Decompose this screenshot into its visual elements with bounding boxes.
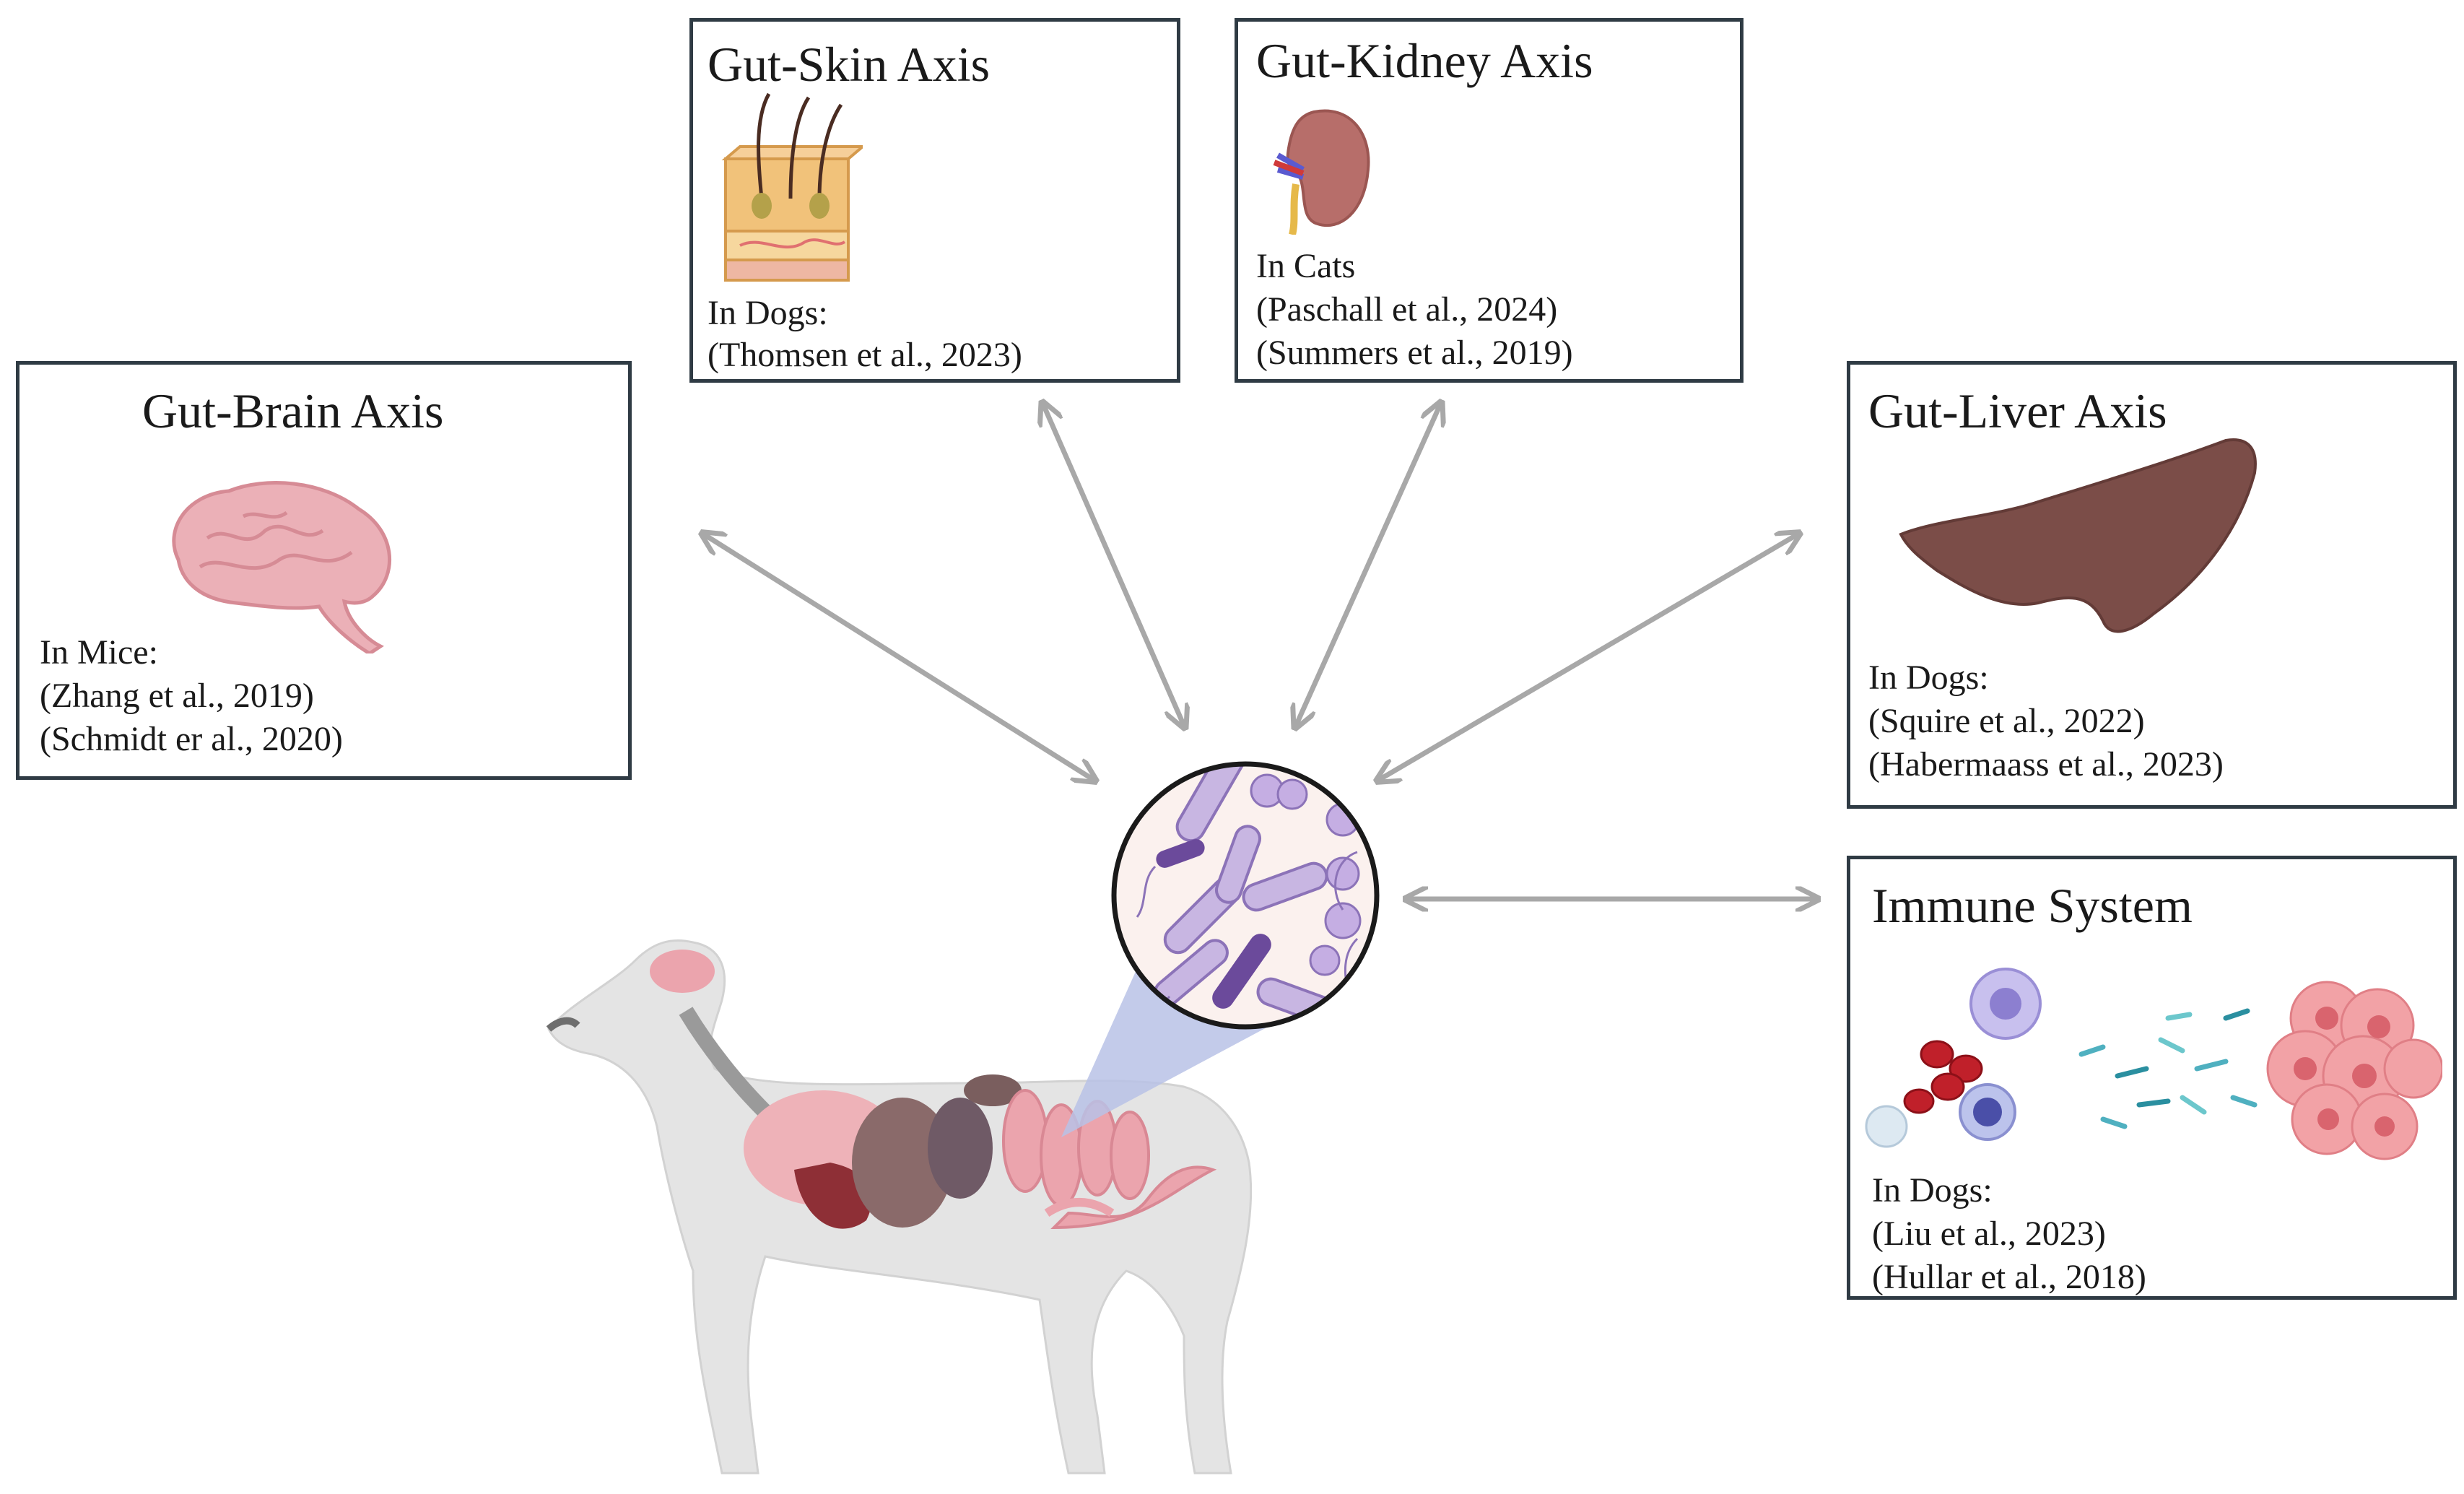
gut-liver-ref-2: (Habermaass et al., 2023) [1868, 745, 2224, 783]
gut-brain-ref-2: (Schmidt er al., 2020) [40, 720, 343, 758]
gut-brain-title: Gut-Brain Axis [142, 383, 444, 438]
gut-skin-axis-box: Gut-Skin Axis In Dogs: (Thomsen et al., … [689, 18, 1180, 383]
immune-ref-1: (Liu et al., 2023) [1872, 1215, 2106, 1253]
gut-skin-species: In Dogs: [708, 294, 828, 332]
immune-title: Immune System [1872, 878, 2193, 933]
gut-brain-species: In Mice: [40, 633, 158, 672]
arrow-gut-skin [1043, 404, 1184, 726]
gut-skin-title: Gut-Skin Axis [708, 37, 991, 92]
gut-liver-species: In Dogs: [1868, 659, 1989, 697]
immune-ref-2: (Hullar et al., 2018) [1872, 1258, 2146, 1296]
gut-liver-axis-box: Gut-Liver Axis In Dogs: (Squire et al., … [1847, 361, 2457, 809]
gut-brain-axis-box: Gut-Brain Axis In Mice: (Zhang et al., 2… [16, 361, 632, 780]
gut-kidney-title: Gut-Kidney Axis [1256, 33, 1593, 88]
axis-arrows [704, 404, 1816, 899]
immune-cells-icon [1865, 968, 2442, 1160]
gut-liver-title: Gut-Liver Axis [1868, 383, 2167, 438]
arrow-gut-brain [704, 534, 1094, 780]
arrow-gut-kidney [1296, 404, 1440, 726]
gut-kidney-axis-box: Gut-Kidney Axis In Cats (Paschall et al.… [1235, 18, 1743, 383]
gut-kidney-ref-2: (Summers et al., 2019) [1256, 334, 1573, 372]
gut-kidney-species: In Cats [1256, 247, 1356, 285]
gut-brain-ref-1: (Zhang et al., 2019) [40, 677, 314, 715]
skin-layers-icon [721, 92, 863, 282]
kidney-icon [1273, 109, 1370, 235]
immune-species: In Dogs: [1872, 1171, 1993, 1209]
gut-kidney-ref-1: (Paschall et al., 2024) [1256, 290, 1558, 329]
gut-skin-ref-1: (Thomsen et al., 2023) [708, 336, 1022, 374]
liver-icon [1899, 438, 2257, 633]
immune-system-box: Immune System [1847, 856, 2457, 1300]
arrow-gut-liver [1379, 534, 1798, 780]
gut-liver-ref-1: (Squire et al., 2022) [1868, 702, 2145, 740]
brain-icon [172, 481, 391, 653]
